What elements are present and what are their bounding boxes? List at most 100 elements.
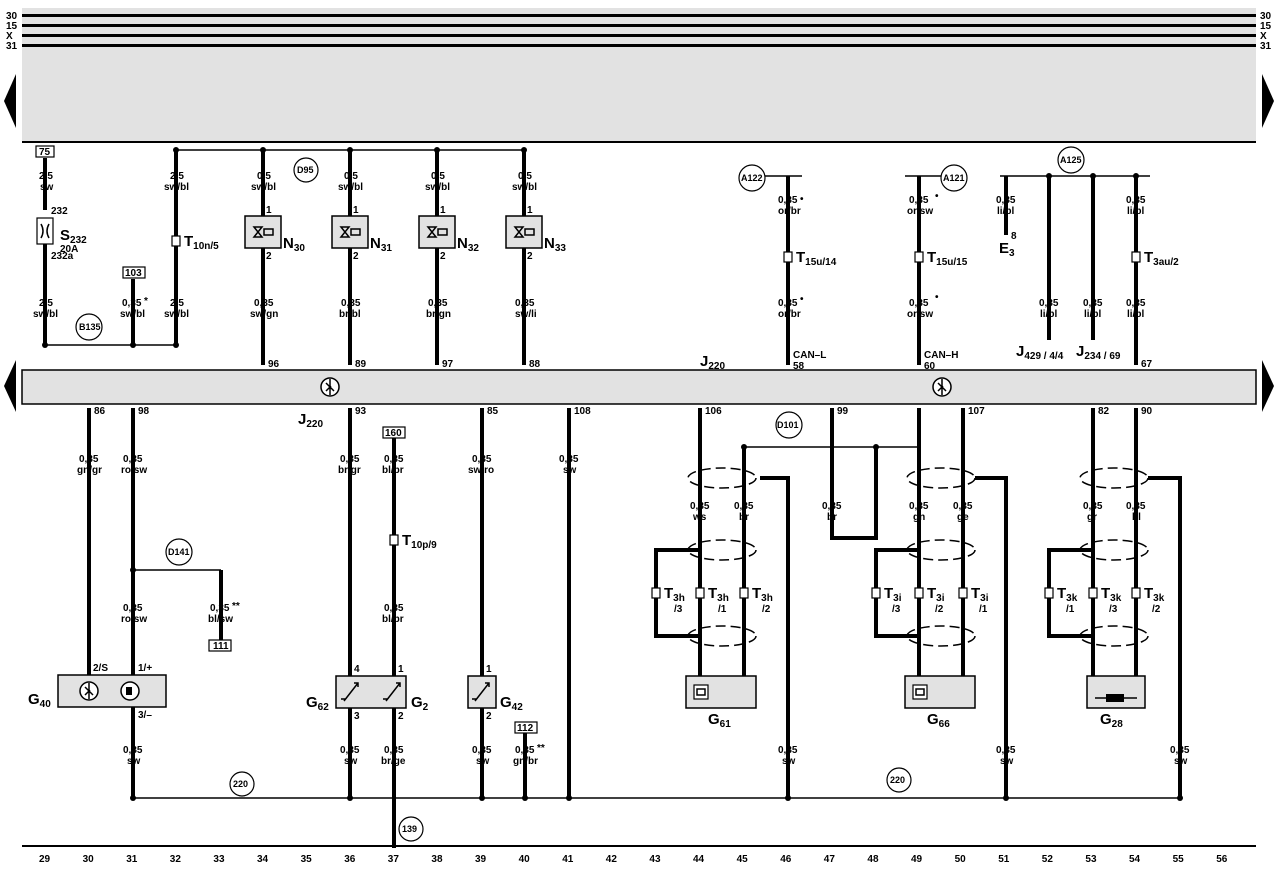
column-number: 55 xyxy=(1173,854,1185,865)
n33-pin1: 1 xyxy=(527,205,533,216)
wire-size-c31-low: 0,35 xyxy=(123,745,143,756)
wire-size-br-b: 0,35 xyxy=(822,501,842,512)
pin-67: 67 xyxy=(1141,359,1153,370)
valve-n32 xyxy=(418,150,456,365)
rail-label-31-left: 31 xyxy=(6,41,18,52)
column-number: 38 xyxy=(431,854,443,865)
wire-color-j429: li/bl xyxy=(1040,309,1057,320)
column-number: 50 xyxy=(955,854,967,865)
box-111 xyxy=(208,639,232,652)
wire-size-c46-low: 0,35 xyxy=(778,298,798,309)
pin-58: 58 xyxy=(793,361,805,372)
wire-dstar-c40: ** xyxy=(537,743,545,754)
next-arrow-top[interactable] xyxy=(1262,74,1274,128)
g42-pin1: 1 xyxy=(486,664,492,675)
wire-size-c55: 0,35 xyxy=(1170,745,1190,756)
wire-color-c51: sw xyxy=(1000,756,1014,767)
connection-d95-label: D95 xyxy=(297,165,314,175)
wire-size-c30: 0,35 xyxy=(79,454,99,465)
wire-color-c29-top: sw xyxy=(40,182,54,193)
column-number: 53 xyxy=(1085,854,1097,865)
connection-a122-label: A122 xyxy=(741,173,763,183)
wire-color-c40-low: sw/li xyxy=(515,309,537,320)
wire-color-c34-top: sw/bl xyxy=(251,182,276,193)
pin-108: 108 xyxy=(574,406,591,417)
wire-size-c31: 0,35 xyxy=(122,298,142,309)
wire-color-c49-low: or/sw xyxy=(907,309,933,320)
wire-color-c38-top: sw/bl xyxy=(425,182,450,193)
connector-t15u15 xyxy=(914,251,924,263)
j220-label-top: J220 xyxy=(700,353,725,372)
g40-label: G40 xyxy=(28,691,51,710)
t3k-label-2: T3k xyxy=(1101,585,1122,604)
wire-size-c46-top: 0,35 xyxy=(778,195,798,206)
t3h-label-3: T3h xyxy=(752,585,773,604)
column-number: 56 xyxy=(1216,854,1228,865)
wire-color-c38-low: br/gn xyxy=(426,309,451,320)
t3k-label-1: T3k xyxy=(1057,585,1078,604)
can-symbol-right xyxy=(932,377,952,397)
connector-t3k-2 xyxy=(1131,587,1141,599)
t15u15-label: T15u/15 xyxy=(927,249,968,268)
pin-90: 90 xyxy=(1141,406,1153,417)
prev-arrow-top[interactable] xyxy=(4,74,16,128)
g2-label: G2 xyxy=(411,694,429,713)
rail-label-15-right: 15 xyxy=(1260,21,1272,32)
box-75-label: 75 xyxy=(39,147,51,158)
column-number: 37 xyxy=(388,854,400,865)
wire-size-c39-low: 0,35 xyxy=(472,745,492,756)
wire-size-c29-low: 2,5 xyxy=(39,298,53,309)
column-number: 35 xyxy=(301,854,313,865)
wire-size-c39: 0,35 xyxy=(472,454,492,465)
pin-89: 89 xyxy=(355,359,367,370)
column-number: 39 xyxy=(475,854,487,865)
wire-color-c31-mid: ro/sw xyxy=(121,614,147,625)
wire-color-c36-low: sw xyxy=(344,756,358,767)
column-number: 36 xyxy=(344,854,356,865)
wire-size-gn: 0,35 xyxy=(909,501,929,512)
wire-size-c33: 0,35 xyxy=(210,603,230,614)
n31-pin1: 1 xyxy=(353,205,359,216)
wire-color-gn: gn xyxy=(913,512,925,523)
g40-pin-1plus: 1/+ xyxy=(138,663,152,674)
sensor-g42 xyxy=(467,675,497,709)
next-arrow-mid[interactable] xyxy=(1262,360,1274,412)
connection-d95 xyxy=(293,157,319,183)
column-number: 44 xyxy=(693,854,705,865)
connector-t3i-1 xyxy=(958,587,968,599)
g28-label: G28 xyxy=(1100,711,1123,730)
fuse-pin-bottom: 232a xyxy=(51,251,74,262)
wire-size-c40-top: 0,5 xyxy=(518,171,532,182)
t3i-label-2: T3i xyxy=(927,585,945,604)
n32-pin1: 1 xyxy=(440,205,446,216)
connector-t10n xyxy=(171,235,181,247)
sensor-g40 xyxy=(57,674,167,708)
wire-color-c49-top: or/sw xyxy=(907,206,933,217)
sensor-g28 xyxy=(1086,675,1146,709)
connector-t3k-1 xyxy=(1044,587,1054,599)
connection-a121-label: A121 xyxy=(943,173,965,183)
wire-size-c46-b: 0,35 xyxy=(778,745,798,756)
connection-a125-label: A125 xyxy=(1060,155,1082,165)
column-number: 41 xyxy=(562,854,574,865)
wire-color-c54-low: li/bl xyxy=(1127,309,1144,320)
dot-c46-low: • xyxy=(800,294,804,305)
pin-86: 86 xyxy=(94,406,106,417)
n32-pin2: 2 xyxy=(440,251,446,262)
j429-label: J429 / 4/4 xyxy=(1016,343,1064,362)
rail-label-30-left: 30 xyxy=(6,11,18,22)
n32-label: N32 xyxy=(457,235,479,254)
prev-arrow-mid[interactable] xyxy=(4,360,16,412)
rail-label-30-right: 30 xyxy=(1260,11,1272,22)
can-symbol-left xyxy=(320,377,340,397)
connection-a121 xyxy=(940,164,968,192)
column-number: 48 xyxy=(867,854,879,865)
wire-color-c41: sw xyxy=(563,465,577,476)
wire-size-c36-top: 0,5 xyxy=(344,171,358,182)
connection-d141 xyxy=(165,538,193,566)
rail-label-31-right: 31 xyxy=(1260,41,1272,52)
wire-size-c54-low: 0,35 xyxy=(1126,298,1146,309)
wire-color-c31: sw/bl xyxy=(120,309,145,320)
wire-color-gr: gr xyxy=(1087,512,1097,523)
